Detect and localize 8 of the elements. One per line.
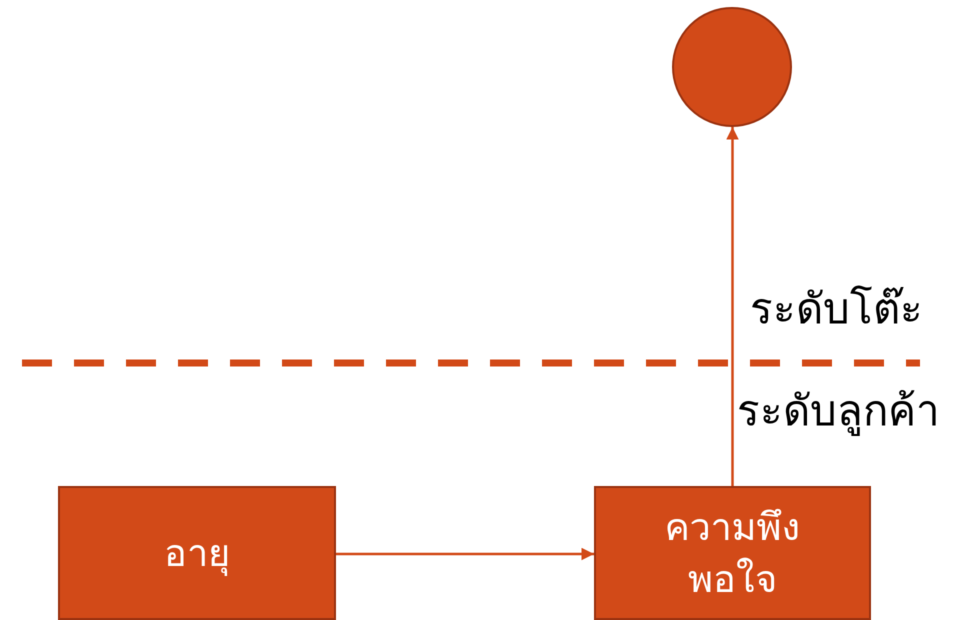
- box-label: อายุ: [163, 530, 231, 578]
- arrow: [726, 127, 739, 486]
- level-label: ระดับโต๊ะ: [750, 284, 923, 334]
- process-box: [594, 486, 871, 620]
- arrow: [336, 548, 594, 560]
- process-box: [58, 486, 336, 620]
- level-label: ระดับลูกค้า: [737, 386, 940, 436]
- box-label: ความพึงพอใจ: [664, 504, 802, 603]
